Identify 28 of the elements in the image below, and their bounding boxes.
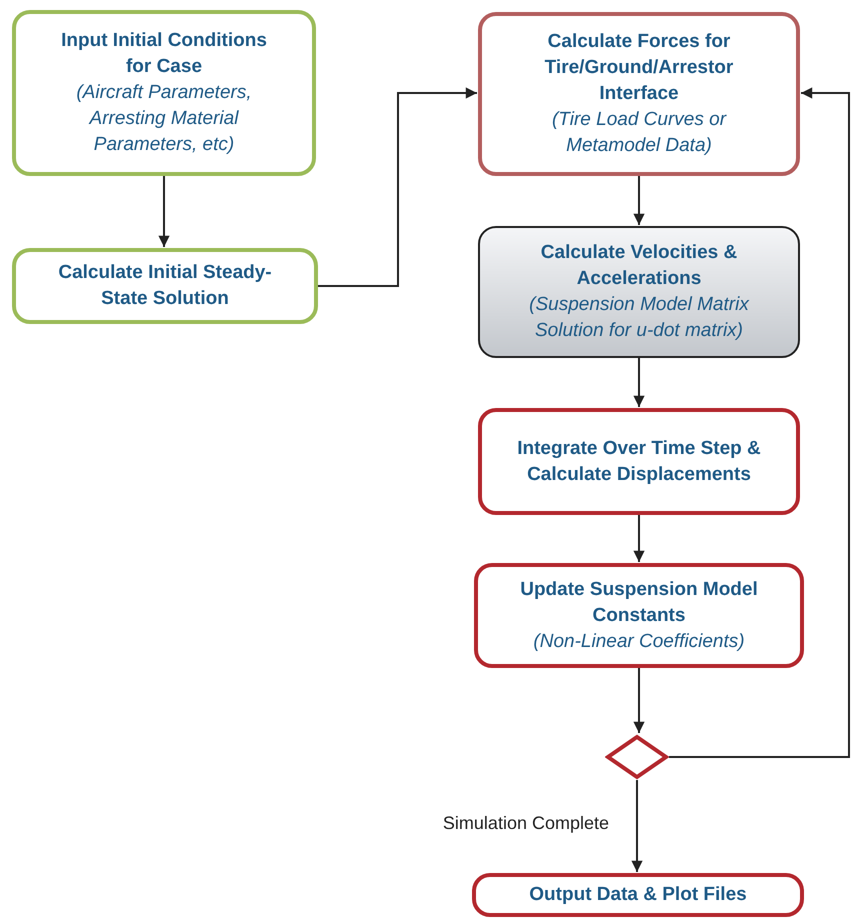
decision-diamond (605, 734, 669, 780)
edge-label: Simulation Complete (442, 813, 609, 834)
arrow (631, 780, 643, 872)
arrow (633, 176, 645, 225)
process-box (474, 563, 804, 668)
arrow (633, 515, 645, 562)
process-box (12, 248, 318, 324)
box-title: Calculate Forces for Tire/Ground/Arrestor Interface (544, 30, 734, 106)
process-box (478, 12, 800, 176)
arrow (633, 668, 645, 733)
arrow (158, 176, 170, 247)
arrow (669, 87, 850, 758)
box-title: Update Suspension Model Constants (519, 578, 759, 628)
box-title: Calculate Velocities & Accelerations (540, 241, 738, 291)
process-box (478, 226, 800, 358)
box-title: Output Data & Plot Files (529, 883, 747, 907)
box-note: (Non-Linear Coefficients) (533, 630, 745, 654)
box-note: (Aircraft Parameters, Arresting Material Parameters, etc) (75, 81, 253, 157)
box-note: (Suspension Model Matrix Solution for u-dot matrix) (528, 293, 750, 343)
arrow (633, 358, 645, 407)
process-box (12, 10, 316, 176)
box-title: Input Initial Conditions for Case (60, 29, 268, 79)
box-title: Calculate Initial Steady-State Solution (57, 261, 273, 311)
process-box (472, 873, 804, 917)
box-title: Integrate Over Time Step & Calculate Displacements (516, 436, 762, 486)
arrow (318, 87, 477, 287)
box-note: (Tire Load Curves or Metamodel Data) (550, 108, 728, 158)
process-box (478, 408, 800, 515)
